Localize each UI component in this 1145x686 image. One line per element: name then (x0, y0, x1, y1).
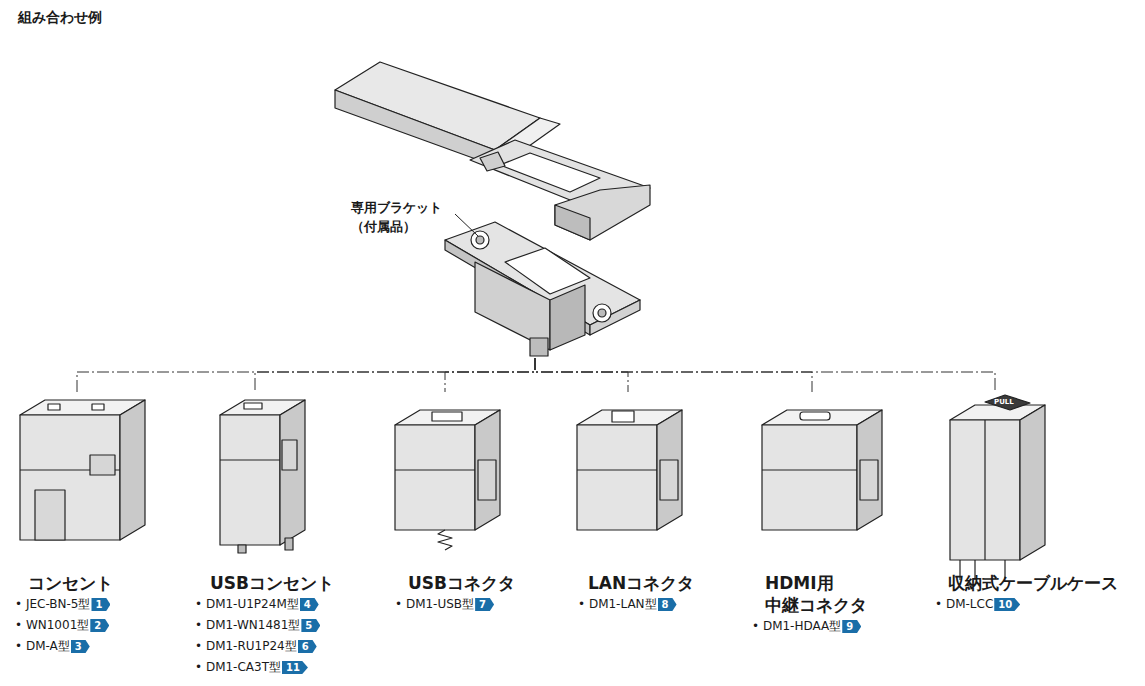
product-heading: USBコネクタ (408, 572, 563, 594)
callout-number: 9 (842, 620, 861, 633)
part-label: 専用ブラケット （付属品） (351, 198, 463, 236)
callout-number: 5 (301, 619, 320, 632)
model-name: • WN1001型 (15, 615, 89, 636)
model-row: • DM1-USB型7 (395, 594, 563, 615)
callout-number: 3 (71, 640, 90, 653)
dash-dot-connector (535, 358, 995, 392)
product-item: コンセント• JEC-BN-5型1• WN1001型2• DM-A型3 (13, 392, 188, 682)
model-name: • DM1-USB型 (395, 594, 474, 615)
model-name: • DM1-RU1P24型 (195, 636, 297, 657)
model-name: • DM1-HDAA型 (752, 616, 841, 637)
product-item: HDMI用 中継コネクタ• DM1-HDAA型9 (750, 392, 930, 682)
dash-dot-connector (255, 358, 535, 392)
model-row: • JEC-BN-5型1 (15, 594, 188, 615)
dash-dot-connector (77, 358, 535, 392)
callout-number: 10 (994, 598, 1020, 611)
product-item: 収納式ケーブルケース• DM-LCC10 (933, 392, 1138, 682)
model-name: • DM1-WN1481型 (195, 615, 300, 636)
model-name: • JEC-BN-5型 (15, 594, 90, 615)
model-name: • DM1-LAN型 (578, 594, 657, 615)
model-row: • DM1-RU1P24型6 (195, 636, 383, 657)
product-heading: USBコンセント (210, 572, 383, 594)
model-row: • WN1001型2 (15, 615, 188, 636)
product-heading: LANコネクタ (588, 572, 746, 594)
dash-dot-connector (445, 358, 535, 392)
model-row: • DM-A型3 (15, 636, 188, 657)
callout-number: 8 (658, 598, 677, 611)
dash-dot-connector (535, 358, 628, 392)
model-name: • DM-LCC (935, 594, 993, 615)
model-row: • DM1-U1P24M型4 (195, 594, 383, 615)
callout-number: 2 (90, 619, 109, 632)
model-row: • DM-LCC10 (935, 594, 1138, 615)
dash-dot-connector (535, 358, 812, 392)
product-heading: 収納式ケーブルケース (948, 572, 1138, 594)
model-name: • DM1-CA3T型 (195, 657, 281, 678)
product-heading: HDMI用 中継コネクタ (765, 572, 877, 616)
model-row: • DM1-WN1481型5 (195, 615, 383, 636)
product-item: USBコンセント• DM1-U1P24M型4• DM1-WN1481型5• DM… (193, 392, 383, 682)
model-name: • DM1-U1P24M型 (195, 594, 299, 615)
bracket-part: 専用ブラケット （付属品） (345, 196, 637, 358)
callout-number: 4 (300, 598, 319, 611)
model-row: • DM1-LAN型8 (578, 594, 746, 615)
model-name: • DM-A型 (15, 636, 70, 657)
product-item: USBコネクタ• DM1-USB型7 (393, 392, 563, 682)
diagram-title: 組み合わせ例 (18, 9, 102, 27)
printed-mark: PULL (994, 398, 1014, 406)
model-row: • DM1-HDAA型9 (752, 616, 930, 637)
callout-number: 7 (475, 598, 494, 611)
callout-number: 11 (282, 661, 308, 674)
callout-number: 1 (91, 598, 110, 611)
callout-number: 6 (298, 640, 317, 653)
model-row: • DM1-CA3T型11 (195, 657, 383, 678)
product-heading: コンセント (28, 572, 188, 594)
product-item: LANコネクタ• DM1-LAN型8 (576, 392, 746, 682)
